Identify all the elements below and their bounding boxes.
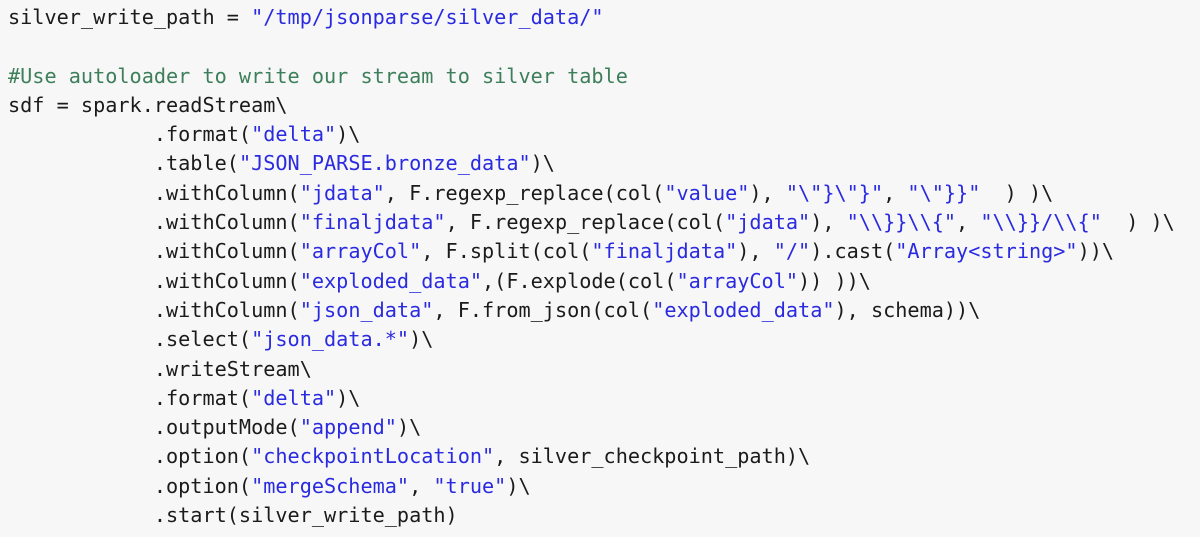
string-literal: "/tmp/jsonparse/silver_data/" <box>251 5 604 29</box>
code-text: ) )\ <box>980 180 1054 205</box>
code-text: , <box>956 210 981 235</box>
string-literal: "json_data.*" <box>251 327 410 352</box>
code-text: ), <box>749 180 786 205</box>
code-line: .option("checkpointLocation", silver_che… <box>8 442 1200 471</box>
string-literal: "finaljdata" <box>299 210 446 235</box>
code-text: .start(silver_write_path) <box>8 503 458 528</box>
code-text: )\ <box>336 122 361 147</box>
code-text: ), schema))\ <box>834 297 981 322</box>
string-literal: "\"}\"}" <box>785 180 884 205</box>
code-line: sdf = spark.readStream\ <box>8 91 1200 120</box>
code-text: .format( <box>8 385 252 410</box>
string-literal: "value" <box>664 180 750 205</box>
code-text: ))\ <box>1077 239 1115 264</box>
string-literal: "jdata" <box>299 180 385 205</box>
code-text: , F.regexp_replace(col( <box>445 210 726 235</box>
string-literal: "JSON_PARSE.bronze_data" <box>238 151 531 176</box>
string-literal: "delta" <box>251 385 337 410</box>
string-literal: "\\}}\\{" <box>846 210 957 235</box>
string-literal: "\"}}" <box>907 180 981 205</box>
string-literal: "arrayCol" <box>676 268 799 293</box>
code-text: ) )\ <box>1101 210 1175 235</box>
code-line: .withColumn("exploded_data",(F.explode(c… <box>8 267 1200 296</box>
code-text: )\ <box>336 385 361 410</box>
string-literal: "exploded_data" <box>299 268 483 293</box>
code-line: .writeStream\ <box>8 355 1200 384</box>
code-text: ,(F.explode(col( <box>482 268 677 293</box>
code-line: .option("mergeSchema", "true")\ <box>8 472 1200 501</box>
code-text: )\ <box>409 327 434 352</box>
code-line: .withColumn("jdata", F.regexp_replace(co… <box>8 179 1200 208</box>
code-text: , F.regexp_replace(col( <box>384 180 665 205</box>
string-literal: "finaljdata" <box>591 239 738 264</box>
code-text: ), <box>810 210 847 235</box>
string-literal: "arrayCol" <box>299 239 422 264</box>
code-text: )) ))\ <box>798 268 871 293</box>
string-literal: "/" <box>773 239 811 264</box>
string-literal: "mergeSchema" <box>251 473 410 498</box>
code-text: .outputMode( <box>8 415 300 440</box>
string-literal: "delta" <box>251 122 337 147</box>
code-line: .withColumn("arrayCol", F.split(col("fin… <box>8 237 1200 266</box>
code-text: .withColumn( <box>8 210 300 235</box>
code-text: )\ <box>396 415 422 440</box>
code-text: .withColumn( <box>8 297 300 322</box>
code-text: , <box>883 180 908 205</box>
string-literal: "append" <box>299 415 397 440</box>
code-text: .format( <box>8 122 252 147</box>
code-line: silver_write_path = "/tmp/jsonparse/silv… <box>8 3 1200 32</box>
code-text: , F.from_json(col( <box>433 297 653 322</box>
code-text: , <box>409 473 434 498</box>
string-literal: "Array<string>" <box>895 239 1078 264</box>
code-line: .withColumn("finaljdata", F.regexp_repla… <box>8 208 1200 237</box>
code-text: )\ <box>506 473 531 498</box>
string-literal: "\\}}/\\{" <box>980 210 1102 235</box>
string-literal: "jdata" <box>725 210 811 235</box>
code-text: .select( <box>8 327 252 352</box>
code-line: .withColumn("json_data", F.from_json(col… <box>8 296 1200 325</box>
code-line: .table("JSON_PARSE.bronze_data")\ <box>8 149 1200 178</box>
code-line <box>8 32 1200 61</box>
code-text: )\ <box>530 151 555 176</box>
code-text: .withColumn( <box>8 239 300 264</box>
string-literal: "exploded_data" <box>652 297 835 322</box>
code-text: .withColumn( <box>8 180 300 205</box>
string-literal: "true" <box>433 473 507 498</box>
code-text: .option( <box>8 473 252 498</box>
code-line: .format("delta")\ <box>8 384 1200 413</box>
code-line: #Use autoloader to write our stream to s… <box>8 62 1200 91</box>
comment: #Use autoloader to write our stream to s… <box>8 63 628 88</box>
code-text: , F.split(col( <box>421 239 592 264</box>
code-line: .format("delta")\ <box>8 120 1200 149</box>
code-text: .writeStream\ <box>8 356 312 381</box>
code-text: .table( <box>8 151 239 176</box>
code-text: .option( <box>8 444 252 469</box>
code-text: ).cast( <box>810 239 896 264</box>
code-text: silver_write_path = <box>8 5 252 29</box>
code-text: sdf = spark.readStream\ <box>8 92 288 117</box>
string-literal: "json_data" <box>299 297 434 322</box>
code-text: , silver_checkpoint_path)\ <box>494 444 811 469</box>
code-text: ), <box>737 239 774 264</box>
code-line: .select("json_data.*")\ <box>8 325 1200 354</box>
code-line: .outputMode("append")\ <box>8 413 1200 442</box>
code-line: .start(silver_write_path) <box>8 501 1200 530</box>
string-literal: "checkpointLocation" <box>251 444 495 469</box>
code-text: .withColumn( <box>8 268 300 293</box>
